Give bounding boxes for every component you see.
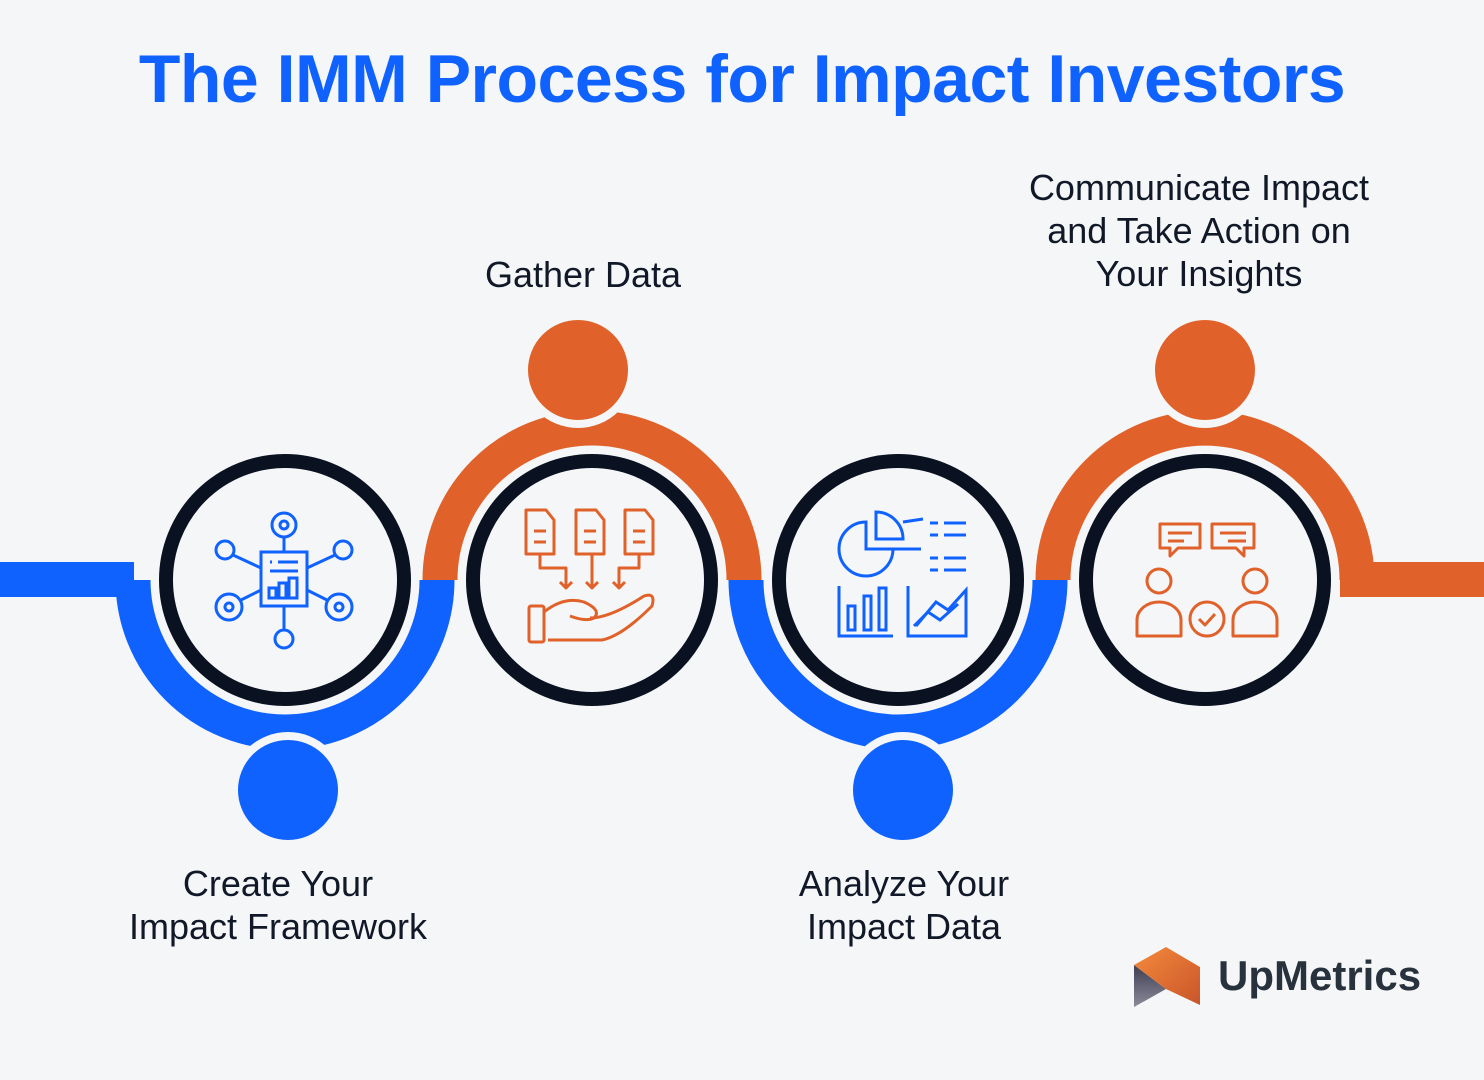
page-title: The IMM Process for Impact Investors [138,41,1346,117]
step3-label: Analyze Your Impact Data [684,862,1124,948]
upmetrics-logo: UpMetrics [1130,945,1421,1007]
analytics-charts-icon [837,510,968,638]
step2-arc [422,410,762,581]
step1-label-line1: Create Your [182,863,374,904]
step3-label-line1: Analyze Your [798,863,1010,904]
step2-label: Gather Data [363,253,803,296]
network-report-icon [214,511,354,650]
step1-label-line2: Impact Framework [128,906,428,947]
step3-head [845,732,961,848]
step1-ring [159,454,411,706]
step3-label-line2: Impact Data [806,906,1002,947]
documents-to-hand-icon [524,508,655,644]
step4-label: Communicate Impact and Take Action on Yo… [979,166,1419,295]
step4-ring [1079,454,1331,706]
upmetrics-logo-mark-icon [1134,947,1200,1007]
step2-label-line1: Gather Data [484,254,682,295]
step4-label-line2: and Take Action on [1047,210,1351,251]
step4-head [1147,312,1263,428]
brand-name: UpMetrics [1218,952,1422,999]
step1-label: Create Your Impact Framework [58,862,498,948]
step4-label-line1: Communicate Impact [1028,167,1370,208]
step1-head [230,732,346,848]
step1-arc [115,579,455,750]
left-connector-bar [0,562,134,597]
step3-ring [772,454,1024,706]
step4-label-line3: Your Insights [1095,253,1303,294]
people-communication-icon [1135,522,1279,638]
step3-arc [728,579,1068,750]
step4-arc [1035,410,1375,581]
step2-head [520,312,636,428]
